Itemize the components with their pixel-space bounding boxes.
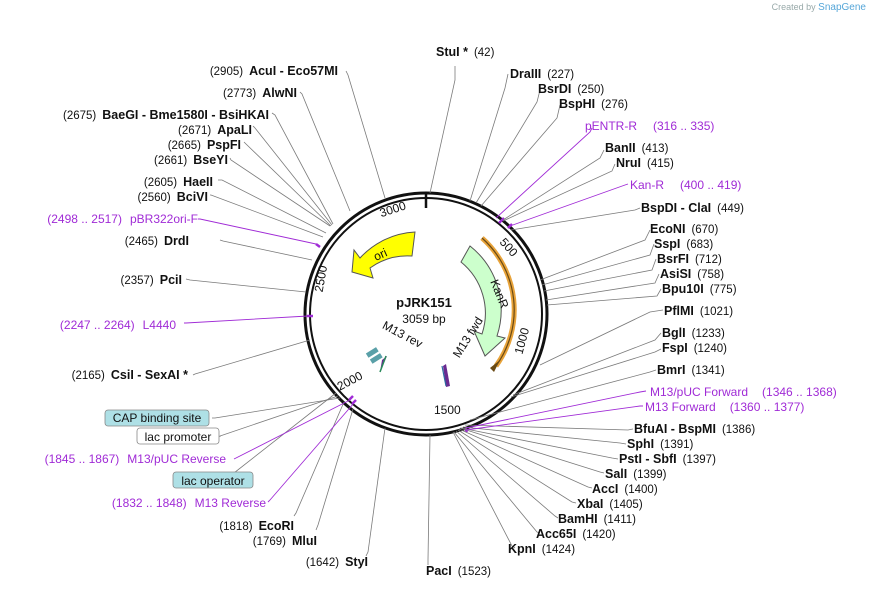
site-bspdi-clai: BspDI - ClaI(449)	[641, 201, 744, 215]
site-sali: SalI(1399)	[605, 467, 667, 481]
lac-operator-box	[172, 471, 254, 489]
inner-primer-markers	[365, 347, 450, 387]
site-bfuai-bspmi: BfuAI - BspMI(1386)	[634, 422, 755, 436]
site-drdi: (2465)DrdI	[125, 234, 189, 248]
site-sphi: SphI(1391)	[627, 437, 694, 451]
primer-m13-reverse: (1832 .. 1848)M13 Reverse	[112, 496, 266, 510]
site-csii-sexai: (2165)CsiI - SexAI *	[72, 368, 188, 382]
site-pcii: (2357)PciI	[121, 273, 183, 287]
feature-boxes: CAP binding site lac promoter lac operat…	[104, 409, 254, 489]
site-apali: (2671)ApaLI	[178, 123, 252, 137]
site-psti-sbfi: PstI - SbfI(1397)	[619, 452, 716, 466]
ori-feature	[351, 231, 416, 279]
plasmid-name: pJRK151	[396, 295, 452, 310]
kanr-orf-arrow	[490, 360, 500, 372]
ori-label: ori	[371, 246, 389, 264]
site-styi: (1642)StyI	[306, 555, 368, 569]
site-bmri: BmrI(1341)	[657, 363, 725, 377]
site-asisi: AsiSI(758)	[660, 267, 724, 281]
site-xbai: XbaI(1405)	[577, 497, 643, 511]
site-acc65i: Acc65I(1420)	[536, 527, 616, 541]
kanr-feature	[460, 245, 507, 357]
site-pflmi: PflMI(1021)	[664, 304, 733, 318]
site-acci: AccI(1400)	[592, 482, 658, 496]
site-draiii: DraIII(227)	[510, 67, 574, 81]
site-kpni: KpnI(1424)	[508, 542, 575, 556]
cap-binding-site-box	[104, 409, 210, 427]
primer-m13puc-forward: M13/pUC Forward(1346 .. 1368)	[650, 385, 837, 399]
lac-operator-label: lac operator	[181, 474, 244, 488]
cap-binding-site-label: CAP binding site	[113, 411, 202, 425]
tick-2000: 2000	[335, 368, 365, 393]
leader-lines	[185, 66, 664, 565]
lac-promoter-box	[136, 427, 220, 445]
site-baegi: (2675)BaeGI - Bme1580I - BsiHKAI	[63, 108, 269, 122]
site-pspfi: (2665)PspFI	[168, 138, 241, 152]
site-bseyi: (2661)BseYI	[154, 153, 228, 167]
lac-promoter-label: lac promoter	[145, 430, 212, 444]
primer-m13-forward: M13 Forward(1360 .. 1377)	[645, 400, 804, 414]
site-haeii: (2605)HaeII	[144, 175, 213, 189]
snapgene-credit: Created by SnapGene	[771, 2, 866, 13]
tick-1500: 1500	[434, 403, 461, 417]
tick-1000: 1000	[512, 326, 533, 356]
site-bgli: BglI(1233)	[662, 326, 725, 340]
site-bcivi: (2560)BciVI	[137, 190, 208, 204]
site-nrui: NruI(415)	[616, 156, 674, 170]
plasmid-size: 3059 bp	[402, 312, 446, 326]
site-bsphi: BspHI(276)	[559, 97, 628, 111]
site-acui-eco57mi: (2905)AcuI - Eco57MI	[210, 64, 338, 78]
site-alwni: (2773)AlwNI	[223, 86, 297, 100]
site-bsrfi: BsrFI(712)	[657, 252, 722, 266]
tick-2500: 2500	[312, 264, 330, 293]
site-bsrdi: BsrDI(250)	[538, 82, 604, 96]
primer-pbr322ori-f: (2498 .. 2517)pBR322ori-F	[47, 212, 198, 226]
site-stui: StuI *(42)	[436, 45, 495, 59]
site-banii: BanII(413)	[605, 141, 669, 155]
site-fspi: FspI(1240)	[662, 341, 727, 355]
snapgene-logo: SnapGene	[818, 2, 866, 13]
primer-kan-r: Kan-R(400 .. 419)	[630, 178, 741, 192]
primer-labels: pENTR-R(316 .. 335) Kan-R(400 .. 419) M1…	[45, 119, 837, 510]
primer-pentr-r: pENTR-R(316 .. 335)	[585, 119, 714, 133]
site-mlui: (1769)MluI	[253, 534, 317, 548]
primer-leader-lines	[184, 127, 647, 503]
primer-l4440: (2247 .. 2264)L4440	[60, 318, 176, 332]
site-sspi: SspI(683)	[654, 237, 713, 251]
site-econi: EcoNI(670)	[650, 222, 718, 236]
primer-m13puc-reverse: (1845 .. 1867)M13/pUC Reverse	[45, 452, 227, 466]
sites-left: (1642)StyI (1769)MluI (1818)EcoRI (2165)…	[63, 64, 368, 569]
site-bpu10i: Bpu10I(775)	[662, 282, 737, 296]
site-ecori: (1818)EcoRI	[219, 519, 294, 533]
sites-right: StuI *(42) DraIII(227) BsrDI(250) BspHI(…	[426, 45, 755, 578]
kanr-orf-line	[481, 237, 515, 367]
site-paci: PacI(1523)	[426, 564, 491, 578]
site-bamhi: BamHI(1411)	[558, 512, 636, 526]
